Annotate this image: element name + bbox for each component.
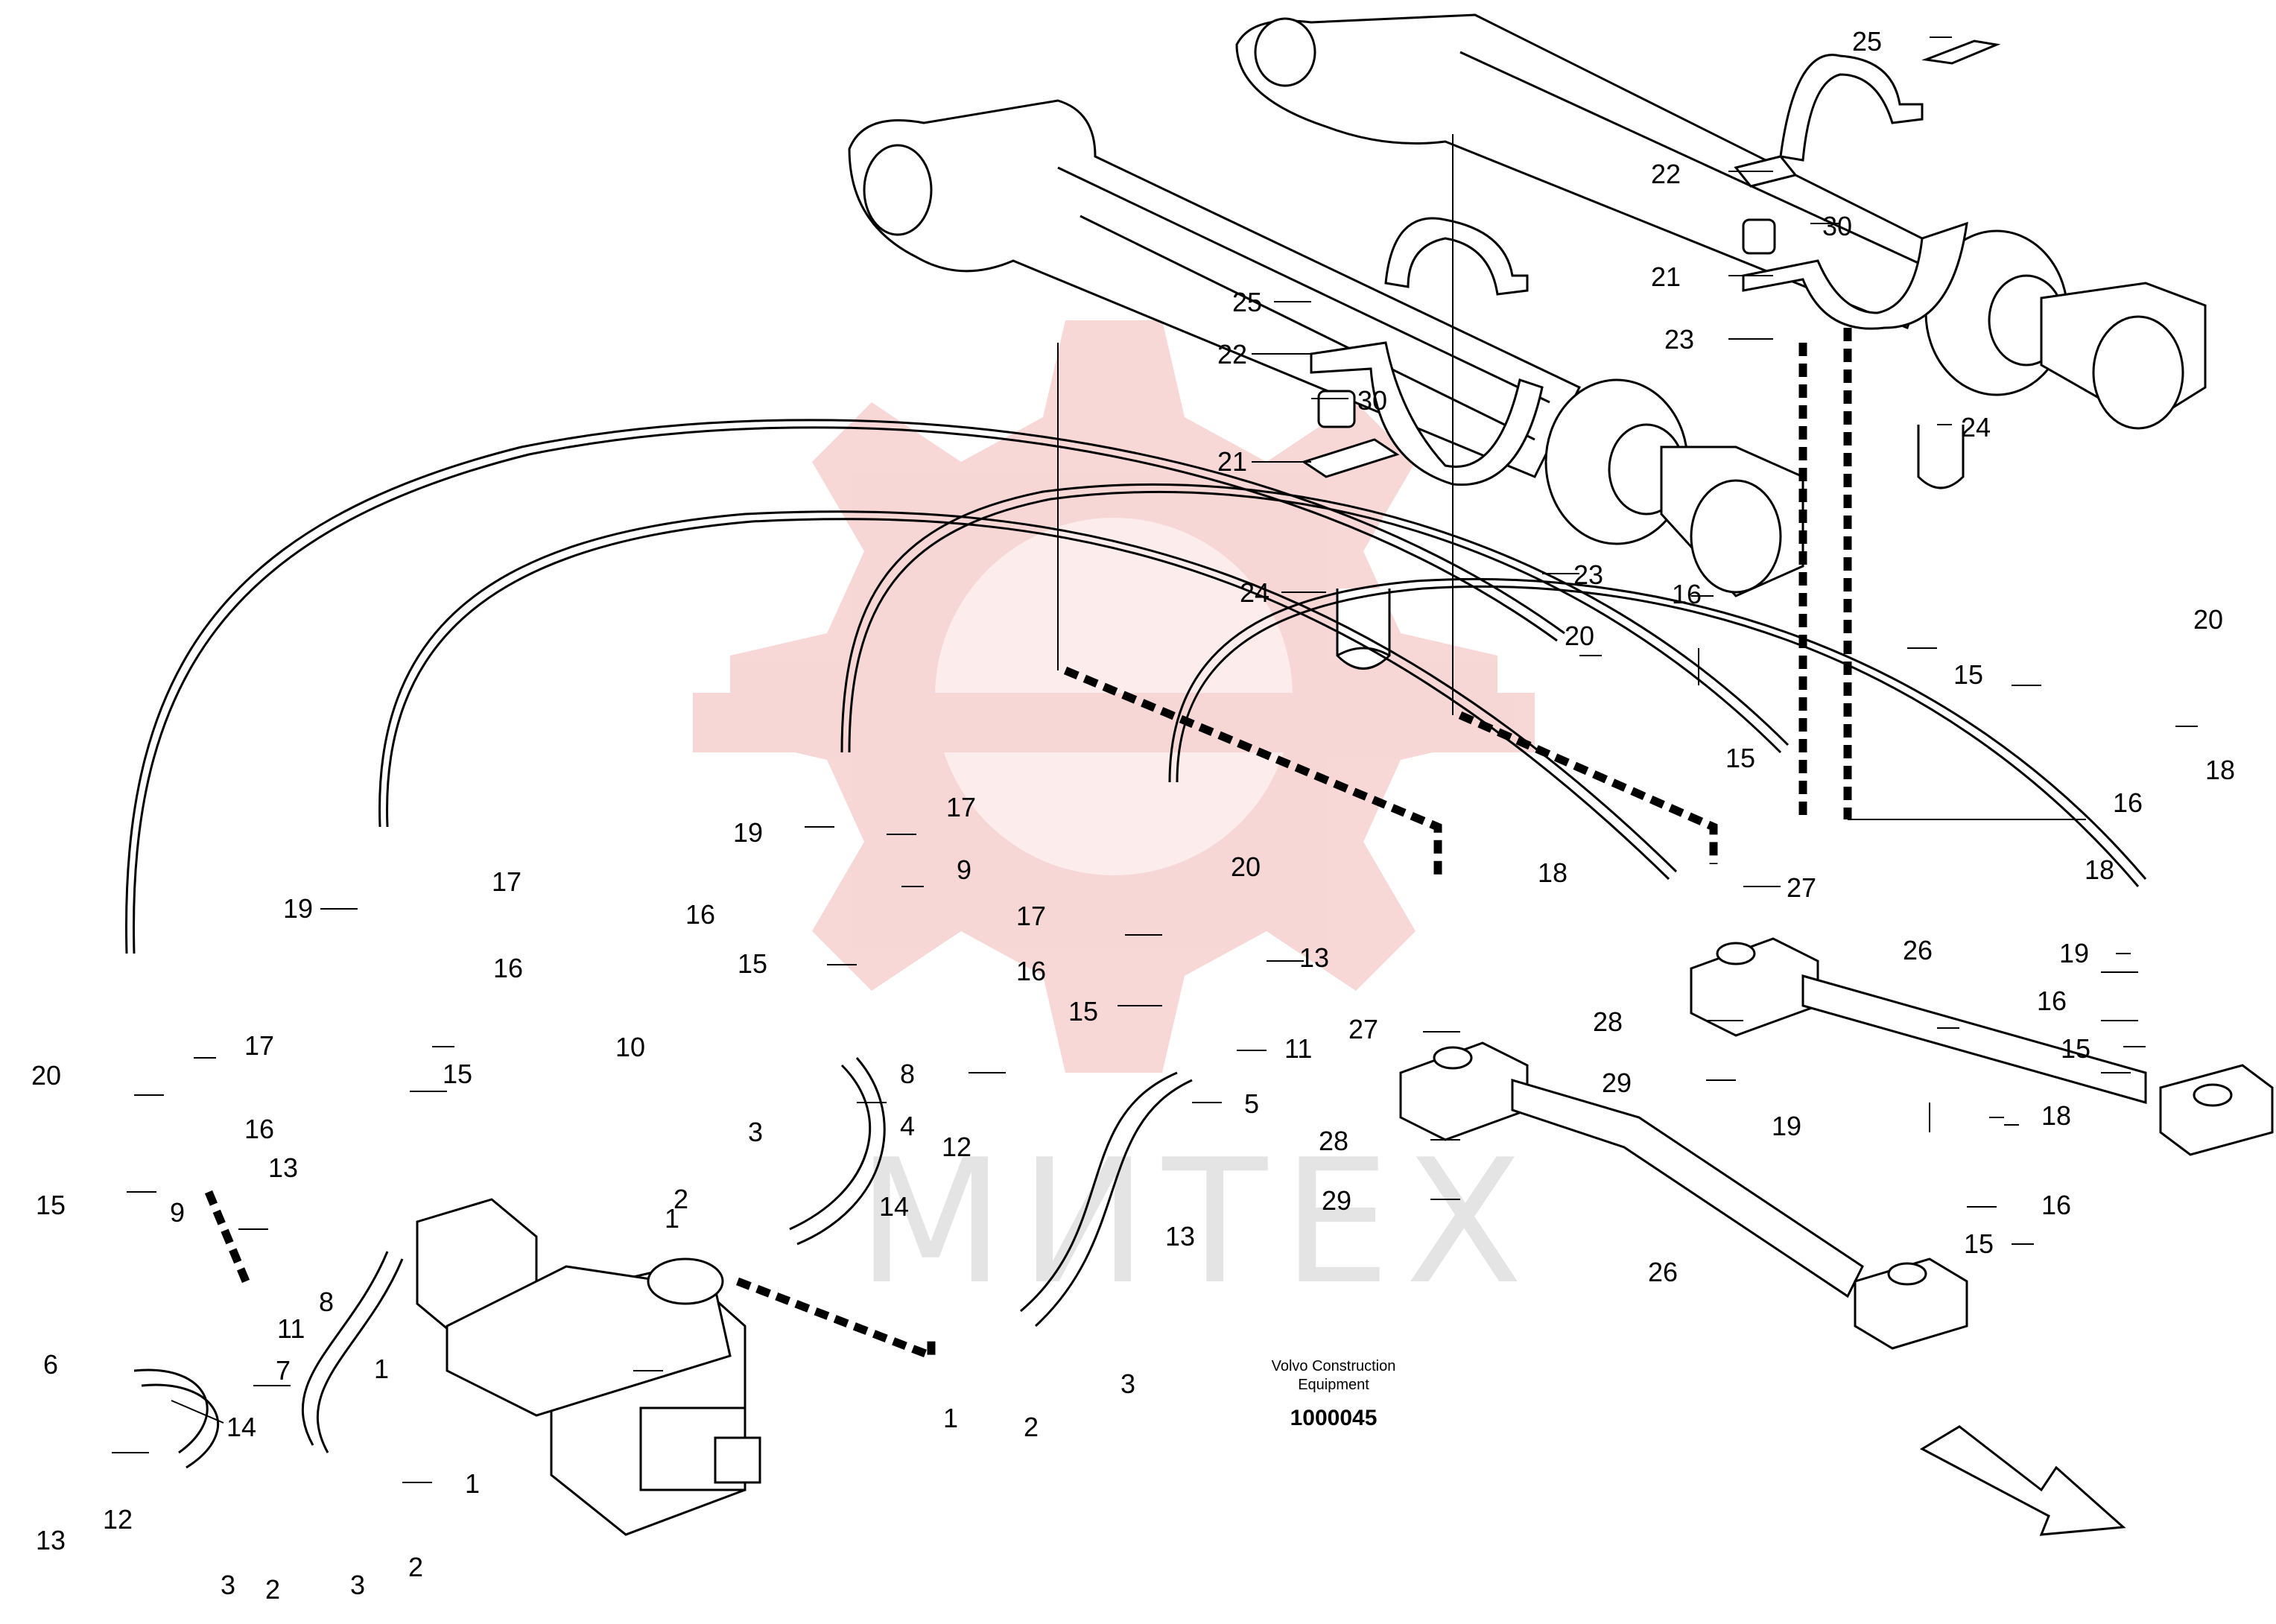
leader-lines	[112, 37, 2198, 1483]
part-label-21: 21	[1651, 261, 1681, 292]
part-label-2: 2	[1024, 1412, 1039, 1442]
part-label-16: 16	[493, 953, 523, 983]
part-label-3: 3	[1120, 1368, 1135, 1399]
part-label-19: 19	[1772, 1111, 1801, 1141]
part-label-3: 3	[748, 1117, 763, 1147]
part-label-13: 13	[36, 1525, 66, 1555]
part-label-25: 25	[1232, 287, 1262, 317]
pipe-26-lower	[1399, 1041, 1968, 1350]
part-label-16: 16	[1016, 956, 1046, 986]
part-label-30: 30	[1822, 211, 1852, 241]
part-label-16: 16	[2041, 1190, 2071, 1220]
part-label-12: 12	[103, 1504, 133, 1535]
part-label-28: 28	[1593, 1006, 1623, 1037]
part-label-24: 24	[1240, 577, 1269, 608]
part-label-7: 7	[276, 1355, 291, 1386]
part-label-27: 27	[1348, 1014, 1378, 1044]
part-label-22: 22	[1217, 339, 1247, 369]
part-label-23: 23	[1664, 324, 1694, 355]
dashed-reference-lines	[204, 134, 2086, 1363]
caption-manufacturer: Volvo Construction	[1272, 1358, 1396, 1374]
part-label-9: 9	[957, 854, 971, 885]
part-label-16: 16	[685, 899, 715, 930]
part-label-8: 8	[319, 1287, 334, 1317]
part-label-1: 1	[943, 1403, 958, 1433]
part-label-13: 13	[268, 1152, 298, 1183]
part-label-1: 1	[374, 1354, 389, 1384]
part-label-5: 5	[1244, 1088, 1259, 1119]
part-label-25: 25	[1852, 26, 1882, 57]
part-label-20: 20	[31, 1060, 61, 1091]
part-label-2: 2	[408, 1552, 423, 1582]
part-label-1: 1	[465, 1468, 480, 1499]
part-label-15: 15	[738, 948, 767, 979]
part-label-24: 24	[1961, 412, 1991, 443]
part-label-18: 18	[2085, 854, 2114, 885]
part-label-29: 29	[1602, 1068, 1632, 1098]
part-label-16: 16	[1672, 579, 1702, 609]
part-label-21: 21	[1217, 446, 1247, 477]
part-label-17: 17	[492, 866, 522, 897]
part-label-6: 6	[43, 1349, 58, 1380]
cylinder-clamp-right	[1734, 39, 2001, 489]
part-label-20: 20	[2193, 604, 2223, 635]
part-label-15: 15	[2061, 1033, 2090, 1064]
part-label-15: 15	[1964, 1228, 1994, 1259]
part-label-10: 10	[615, 1032, 645, 1062]
part-label-18: 18	[2205, 755, 2235, 785]
part-label-19: 19	[2059, 938, 2089, 968]
part-label-3: 3	[221, 1570, 235, 1600]
part-label-8: 8	[900, 1059, 915, 1089]
part-label-18: 18	[2041, 1100, 2071, 1131]
cylinder-clamp-left	[1301, 217, 1544, 670]
part-label-4: 4	[900, 1111, 915, 1141]
part-label-20: 20	[1231, 851, 1261, 882]
part-label-19: 19	[733, 817, 763, 848]
part-label-15: 15	[443, 1059, 472, 1089]
part-label-16: 16	[2113, 787, 2143, 818]
valve-block	[416, 1198, 761, 1536]
part-label-3: 3	[350, 1570, 365, 1600]
drawing-number: 1000045	[1290, 1406, 1378, 1430]
watermark-text: МИТЕХ	[857, 1123, 1538, 1322]
direction-arrow	[1919, 1425, 2126, 1536]
tubes-4-5-7	[133, 1057, 1193, 1469]
part-label-23: 23	[1573, 559, 1603, 590]
part-label-26: 26	[1648, 1257, 1678, 1287]
part-label-16: 16	[244, 1114, 274, 1144]
part-label-30: 30	[1357, 385, 1387, 416]
part-label-16: 16	[2037, 986, 2067, 1016]
pipe-26-upper	[1690, 937, 2274, 1156]
part-label-12: 12	[942, 1132, 971, 1162]
part-label-29: 29	[1322, 1185, 1351, 1216]
part-label-17: 17	[946, 792, 976, 822]
hoses	[125, 419, 2147, 954]
part-label-27: 27	[1787, 872, 1816, 903]
part-label-14: 14	[879, 1191, 909, 1222]
part-label-11: 11	[1284, 1033, 1312, 1064]
part-label-15: 15	[36, 1190, 66, 1220]
part-label-14: 14	[226, 1412, 256, 1442]
part-label-15: 15	[1725, 743, 1755, 773]
part-label-2: 2	[265, 1574, 280, 1605]
part-label-15: 15	[1068, 996, 1098, 1027]
part-label-13: 13	[1165, 1221, 1195, 1252]
part-label-22: 22	[1651, 159, 1681, 189]
part-label-2: 2	[673, 1184, 688, 1214]
part-label-15: 15	[1953, 659, 1983, 690]
caption-manufacturer-line2: Equipment	[1298, 1377, 1369, 1393]
part-label-17: 17	[1016, 901, 1046, 931]
part-label-20: 20	[1565, 621, 1594, 651]
part-label-18: 18	[1538, 857, 1567, 888]
part-label-1: 1	[665, 1203, 679, 1234]
part-label-9: 9	[170, 1197, 185, 1228]
part-label-19: 19	[283, 893, 313, 924]
part-label-17: 17	[244, 1030, 274, 1061]
part-label-11: 11	[277, 1313, 305, 1344]
part-label-28: 28	[1319, 1126, 1348, 1156]
part-labels: 25 22 30 21 23 24 25 22 30 21 24 23 20 1…	[31, 26, 2235, 1605]
part-label-26: 26	[1903, 935, 1933, 965]
part-label-13: 13	[1299, 942, 1329, 973]
